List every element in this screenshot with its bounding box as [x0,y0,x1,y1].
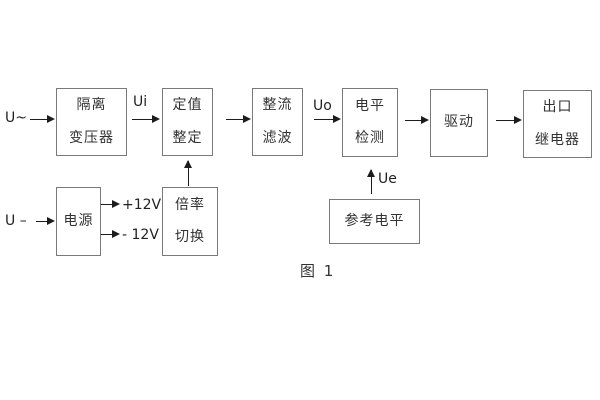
label-dc-input: U – [5,213,27,229]
arrow-detection-to-driver [405,116,429,125]
block-label: 变压器 [69,129,114,146]
block-level-detection: 电平 检测 [342,88,398,157]
label-rail-plus12v: +12V [122,197,162,213]
block-output-relay: 出口 继电器 [523,90,592,158]
arrow-dc-input [36,217,55,226]
block-label: 滤波 [262,129,293,146]
block-label: 出口 [542,99,573,116]
block-label: 整定 [172,129,203,146]
block-label: 整流 [262,97,293,114]
label-ac-input: U~ [5,110,27,126]
arrow-ui [132,115,160,124]
block-power-supply: 电源 [56,187,101,256]
block-rectifier-filter: 整流 滤波 [252,88,303,156]
arrow-setting-to-rectifier [226,115,251,124]
block-reference-level: 参考电平 [329,199,420,244]
block-driver: 驱动 [430,89,488,157]
label-uo: Uo [313,98,332,114]
block-label: 检测 [355,130,385,146]
label-ui: Ui [133,94,148,110]
arrow-driver-to-relay [496,116,522,125]
block-label: 电平 [355,97,385,114]
block-label: 驱动 [444,114,474,131]
block-isolation-transformer: 隔离 变压器 [56,88,127,156]
arrow-ue [367,169,376,194]
arrow-ac-input [30,115,55,124]
arrow-plus12v [101,200,120,209]
figure-caption: 图 1 [300,262,336,280]
block-setting-adjustment: 定值 整定 [162,88,213,156]
block-label: 切换 [175,229,205,245]
block-label: 隔离 [76,97,107,114]
block-label: 定值 [172,97,203,114]
arrow-ratio-to-setting [184,160,193,186]
block-label: 电源 [63,212,94,229]
block-label: 参考电平 [344,212,405,229]
block-label: 继电器 [535,131,580,148]
arrow-uo [314,115,341,124]
block-ratio-switch: 倍率 切换 [162,187,218,256]
label-ue: Ue [378,171,397,187]
arrow-minus12v [101,230,120,239]
block-label: 倍率 [175,196,205,213]
label-rail-minus12v: - 12V [122,227,159,243]
